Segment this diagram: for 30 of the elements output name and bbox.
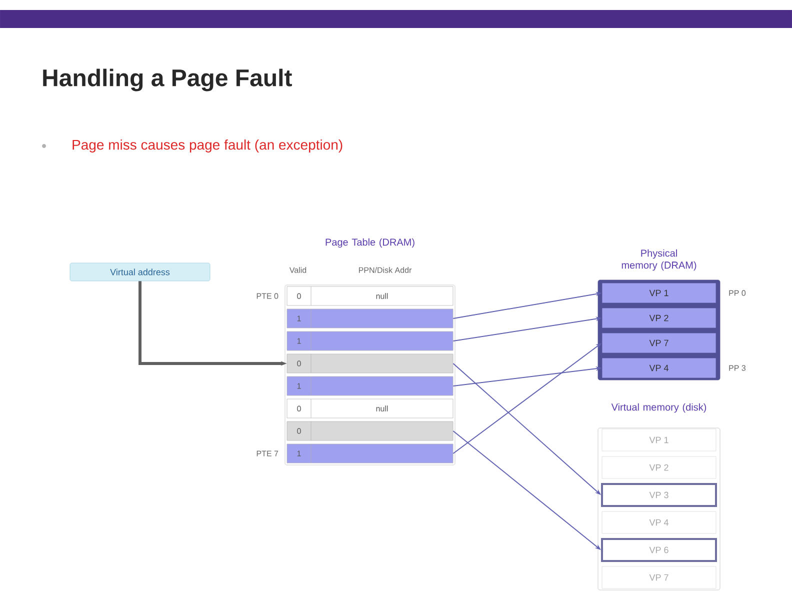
page-slot: VP 4 xyxy=(602,511,716,534)
page-slot: VP 7 xyxy=(602,566,716,589)
page-slot: VP 3 xyxy=(601,482,717,507)
page-slot: VP 2 xyxy=(602,456,716,479)
column-header: Valid xyxy=(289,267,306,273)
table-row: 1 xyxy=(286,444,454,464)
page-slot: VP 2 xyxy=(602,308,716,328)
slide-title: Handling a Page Fault xyxy=(43,68,292,92)
page-slot: VP 4 xyxy=(602,358,716,378)
address-box: Virtual address xyxy=(70,262,210,282)
frame-title: Page Table (DRAM) xyxy=(326,238,414,248)
table-row: 1 xyxy=(286,331,454,351)
frame-title: Physical memory (DRAM) xyxy=(622,249,696,271)
page-slot: VP 1 xyxy=(602,282,716,304)
page-slot: VP 7 xyxy=(602,332,716,354)
table-row: 0 xyxy=(286,354,454,374)
table-row: 0 null xyxy=(286,286,454,306)
table-row: 1 xyxy=(286,376,454,396)
page-slot: VP 1 xyxy=(602,428,716,452)
table-row: 1 xyxy=(286,308,454,328)
frame-title: Virtual memory (disk) xyxy=(611,403,706,413)
bullet-text: Page miss causes page fault (an exception) xyxy=(72,139,342,152)
row-label: PTE 0 xyxy=(256,293,278,299)
column-header: PPN/Disk Addr xyxy=(359,267,412,273)
frame-label: PP 0 xyxy=(729,290,746,296)
page-slot: VP 6 xyxy=(601,538,717,562)
table-row: 0 xyxy=(286,421,454,441)
table-row: 0 null xyxy=(286,398,454,418)
frame-label: PP 3 xyxy=(729,365,746,371)
row-label: PTE 7 xyxy=(256,450,278,456)
